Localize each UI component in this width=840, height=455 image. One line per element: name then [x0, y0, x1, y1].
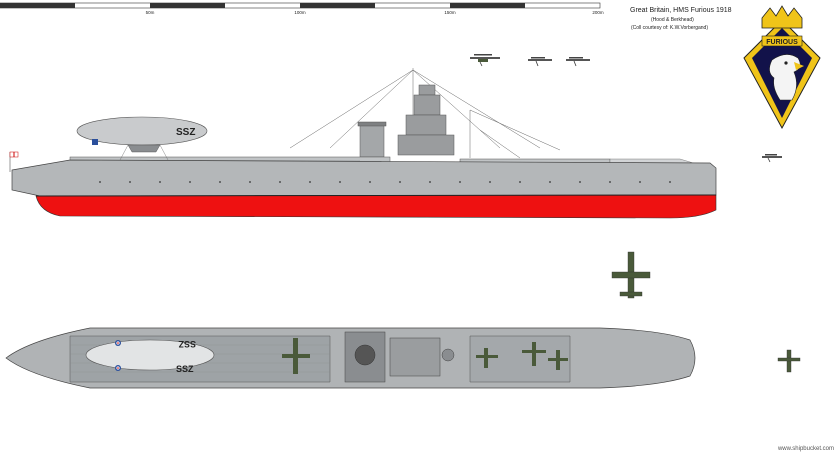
airship-top-label-b: SSZ: [176, 364, 194, 374]
scale-label-150: 150m: [444, 10, 456, 15]
hull-antifouling: [35, 194, 717, 219]
airship-side-label: SSZ: [176, 127, 195, 138]
ship-crest: FURIOUS: [743, 5, 821, 130]
ship-top-view: SSZ SSZ: [5, 327, 696, 389]
aircraft-side-3: [566, 57, 590, 67]
aircraft-side-2: [528, 57, 552, 67]
rigging: [289, 68, 561, 159]
drawing-courtesy: (Coll courtesy of: K.W.Vorbergand): [631, 25, 708, 31]
aircraft-top-large: [611, 251, 651, 299]
airship-top-label-a: SSZ: [178, 339, 196, 349]
roundel-icon: [115, 340, 121, 371]
drawing-subtitle: (Hood & Berkhead): [651, 17, 694, 23]
deck-aircraft-3: [522, 342, 546, 366]
ship-side-profile: SSZ: [9, 68, 717, 219]
scale-label-200: 200m: [592, 10, 604, 15]
crest-name: FURIOUS: [766, 39, 798, 46]
deck-aircraft-4: [548, 350, 568, 370]
drawing-title: Great Britain, HMS Furious 1918: [630, 7, 732, 14]
hull-upper: [11, 159, 717, 197]
bridge-superstructure: [357, 84, 455, 158]
deck-aircraft-2: [476, 348, 498, 368]
site-credit: www.shipbucket.com: [777, 446, 834, 452]
eagle-head-icon: [769, 54, 804, 101]
scale-ruler: 50m 100m 150m 200m: [0, 2, 604, 15]
portholes: [99, 181, 671, 183]
airship-side: SSZ: [76, 116, 208, 161]
airship-top: SSZ SSZ: [85, 339, 215, 374]
aft-deck-top: [469, 335, 571, 383]
scale-label-100: 100m: [294, 10, 306, 15]
aircraft-side-4: [762, 154, 782, 163]
island-top: [344, 331, 455, 383]
deck-aircraft-1: [282, 338, 310, 374]
aircraft-side-1: [470, 54, 500, 67]
ensign-flag-icon: [9, 151, 19, 172]
scale-label-50: 50m: [146, 10, 155, 15]
aircraft-top-small: [777, 349, 801, 373]
